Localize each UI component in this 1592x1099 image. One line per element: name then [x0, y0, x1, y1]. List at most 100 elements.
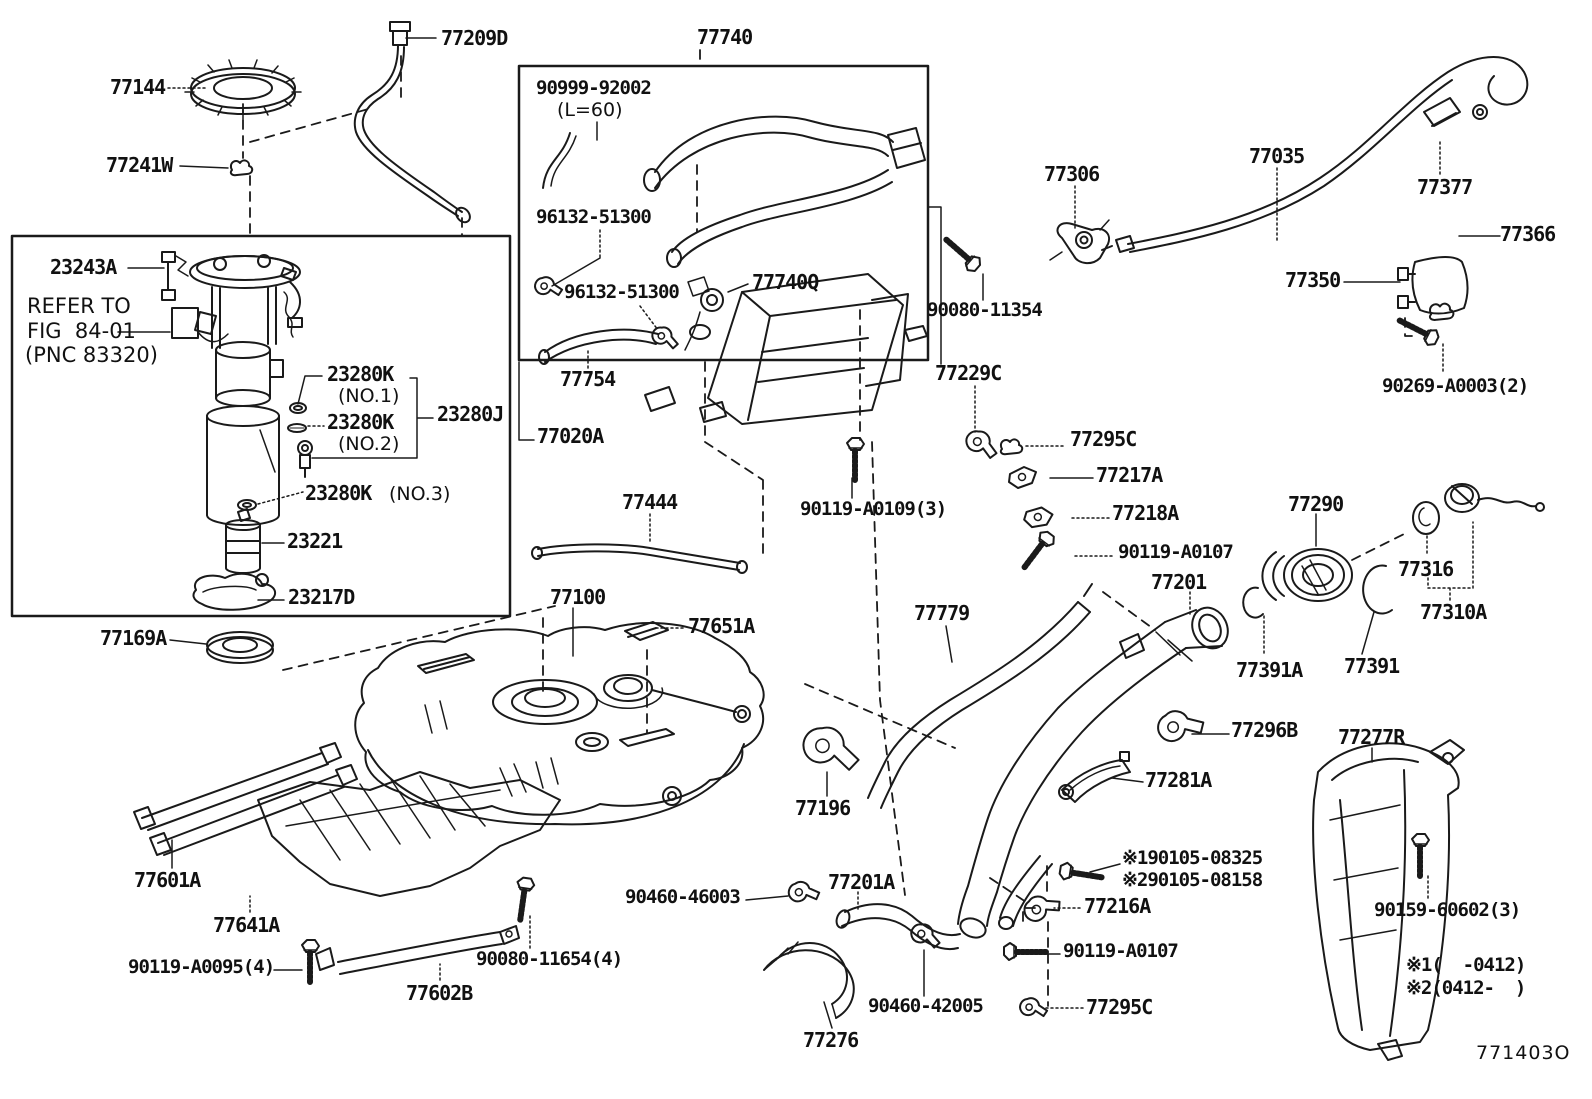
leader-lines [118, 38, 1500, 1028]
part-label-77602b: 77602B [406, 981, 473, 1005]
hose-clamp-icon [534, 276, 563, 297]
part-label-77290: 77290 [1288, 492, 1344, 516]
part-label-1-0412: ※1( -0412) [1406, 954, 1526, 976]
hose-clamp-icon [908, 920, 945, 950]
filler-pipe-drawing [958, 602, 1235, 941]
part-label-77350: 77350 [1285, 268, 1341, 292]
tank-seal-drawing [207, 632, 273, 663]
filler-pipe-protector-drawing [1313, 740, 1464, 1060]
part-label-77100: 77100 [550, 585, 606, 609]
part-label-90119-a0107-2: 90119-A0107 [1063, 940, 1179, 962]
tank-protector-drawing [258, 772, 560, 896]
part-label-23280j: 23280J [437, 402, 504, 426]
fuel-cap-group-drawing [1243, 484, 1544, 618]
part-label-77740: 77740 [697, 25, 753, 49]
pipe-clamp-icon [798, 721, 866, 774]
pipe-bracket-icon [1008, 466, 1037, 489]
part-label-90119-a00954: 90119-A0095(4) [128, 956, 275, 978]
part-label-771403o: 771403O [1476, 1042, 1571, 1064]
part-label-77754: 77754 [560, 367, 616, 391]
part-label-90080-11354: 90080-11354 [927, 299, 1043, 321]
part-label-23280k-3: 23280K [305, 481, 372, 505]
part-label-77216a: 77216A [1084, 894, 1151, 918]
part-label-77366: 77366 [1500, 222, 1556, 246]
bolt-icon [302, 940, 319, 982]
part-label-77169a: 77169A [100, 626, 167, 650]
part-label-77035: 77035 [1249, 144, 1305, 168]
part-label-90999-92002: 90999-92002 [536, 77, 652, 99]
part-label-77144: 77144 [110, 75, 166, 99]
part-label-90269-a00032: 90269-A0003(2) [1382, 375, 1529, 397]
bolt-icon [1059, 862, 1103, 885]
fuel-lid-drawing [1398, 257, 1468, 314]
part-label-pnc83320: (PNC 83320) [25, 343, 158, 367]
pipe-clamp-icon [1152, 701, 1208, 748]
dotted-leader-lines [168, 88, 1473, 1008]
part-label-77218a: 77218A [1112, 501, 1179, 525]
breather-tube-drawing [532, 544, 747, 573]
part-label-77201a: 77201A [828, 870, 895, 894]
part-label-no3: (NO.3) [389, 483, 451, 505]
pipe-support-drawing [1059, 752, 1130, 802]
bolt-icon [1004, 943, 1046, 960]
breather-pipe-drawing [868, 584, 1092, 808]
fuel-hose-drawing [834, 904, 960, 949]
part-label-77209d: 77209D [441, 26, 508, 50]
part-label-77217a: 77217A [1096, 463, 1163, 487]
tank-band-drawing [134, 743, 357, 855]
hose-clamp-icon [649, 323, 682, 351]
part-label-90119-a0107: 90119-A0107 [1118, 541, 1234, 563]
assembly-dashed-lines [243, 50, 1418, 1006]
part-label-77241w: 77241W [106, 153, 173, 177]
pipe-clip-icon [1019, 997, 1048, 1017]
part-label-77306: 77306 [1044, 162, 1100, 186]
lid-lock-cable-drawing [1102, 57, 1527, 252]
part-label-77277r: 77277R [1338, 725, 1405, 749]
canister-box [519, 66, 928, 360]
part-label-77651a: 77651A [688, 614, 755, 638]
pipe-clamp-icon [962, 426, 1003, 461]
part-label-190105-08325: ※190105-08325 [1122, 847, 1263, 869]
bolt-icon [1412, 834, 1429, 876]
tank-cushion-drawing [625, 622, 668, 640]
bolt-icon [512, 877, 535, 921]
part-label-77391a: 77391A [1236, 658, 1303, 682]
charcoal-canister-drawing [539, 117, 927, 424]
part-label-23280k: 23280K [327, 362, 394, 386]
part-label-96132-51300-2: 96132-51300 [564, 281, 680, 303]
part-label-90080-116544: 90080-11654(4) [476, 948, 623, 970]
pipe-bracket-icon [1022, 503, 1055, 532]
fuel-tank-drawing [355, 623, 763, 824]
tank-band2-drawing [316, 926, 519, 974]
part-label-77377: 77377 [1417, 175, 1473, 199]
pipe-clip-icon [999, 438, 1024, 456]
bolt-icon [1018, 529, 1057, 573]
fuel-pipe-drawing [355, 22, 473, 225]
part-label-77391: 77391 [1344, 654, 1400, 678]
part-label-no2: (NO.2) [338, 433, 400, 455]
part-label-23217d: 23217D [288, 585, 355, 609]
part-label-96132-51300: 96132-51300 [536, 206, 652, 228]
part-label-90119-a01093: 90119-A0109(3) [800, 498, 947, 520]
part-label-77295c: 77295C [1070, 427, 1137, 451]
part-label-90460-42005: 90460-42005 [868, 995, 984, 1017]
part-label-77316: 77316 [1398, 557, 1454, 581]
bolt-icon [1396, 313, 1441, 347]
part-label-90159-606023: 90159-60602(3) [1374, 899, 1521, 921]
part-label-77296b: 77296B [1231, 718, 1298, 742]
part-label-77779: 77779 [914, 601, 970, 625]
part-label-77281a: 77281A [1145, 768, 1212, 792]
part-label-referto: REFER TO [27, 294, 131, 318]
part-label-20412-: ※2(0412- ) [1406, 977, 1526, 999]
fuel-hose2-drawing [764, 942, 854, 1018]
part-label-fig84-01: FIG 84-01 [27, 319, 136, 343]
part-label-77229c: 77229C [935, 361, 1002, 385]
part-label-23243a: 23243A [50, 255, 117, 279]
hose-clamp-icon [786, 877, 822, 905]
lid-lock-control-drawing [1050, 220, 1109, 263]
pipe-clamp-icon [1018, 886, 1065, 928]
part-label-77444: 77444 [622, 490, 678, 514]
bolt-icon [940, 234, 983, 274]
